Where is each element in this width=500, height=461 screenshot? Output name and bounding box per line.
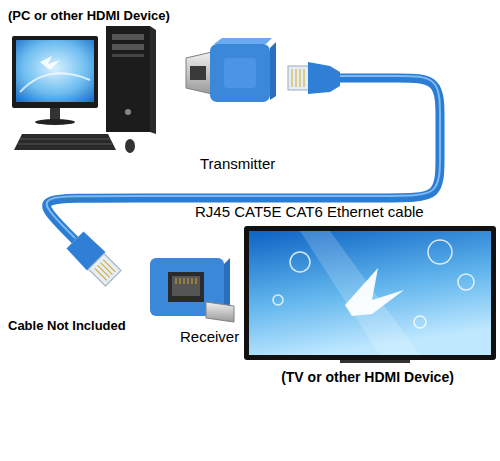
source-device: (PC or other HDMI Device) bbox=[5, 5, 195, 165]
tv-screen bbox=[458, 274, 474, 290]
device-label: (TV or other HDMI Device) bbox=[281, 369, 454, 386]
pc-keyboard bbox=[14, 134, 116, 150]
pc-tower bbox=[112, 34, 144, 40]
pc-tower bbox=[112, 44, 144, 50]
tv-screen bbox=[273, 295, 283, 305]
pc-keyboard bbox=[14, 134, 116, 150]
transmitter-dongle bbox=[186, 52, 212, 94]
tv-screen bbox=[244, 226, 496, 360]
rj45-plug bbox=[288, 62, 340, 94]
pc-monitor bbox=[16, 40, 94, 102]
tv-screen bbox=[340, 360, 410, 363]
tv-screen bbox=[249, 231, 491, 355]
receiver-dongle bbox=[150, 258, 234, 322]
pc-keyboard bbox=[18, 139, 112, 144]
pc-mouse bbox=[125, 139, 135, 153]
rj45-plug bbox=[95, 260, 116, 281]
tv-screen bbox=[244, 226, 496, 363]
receiver-dongle bbox=[172, 276, 200, 296]
pc-tower bbox=[125, 109, 131, 115]
rj45-plug bbox=[308, 62, 340, 94]
transmitter-dongle bbox=[186, 38, 276, 102]
pc-tower bbox=[106, 26, 156, 134]
pc-monitor bbox=[50, 108, 60, 120]
pc-tower bbox=[106, 26, 156, 134]
device-label: (PC or other HDMI Device) bbox=[8, 8, 170, 24]
transmitter-dongle bbox=[270, 42, 276, 100]
display-device: (TV or other HDMI Device) bbox=[240, 226, 495, 388]
tv-screen bbox=[300, 231, 420, 355]
pc-monitor bbox=[35, 119, 75, 125]
rj45-plug bbox=[292, 69, 304, 87]
note-label: Cable Not Included bbox=[8, 318, 126, 334]
transmitter-dongle bbox=[210, 44, 270, 102]
rj45-plug bbox=[88, 253, 121, 286]
tv-screen bbox=[345, 268, 404, 316]
ethernet-cable bbox=[47, 78, 440, 240]
pc-tower bbox=[112, 54, 144, 57]
tv-screen bbox=[414, 316, 426, 328]
pc-monitor bbox=[40, 56, 60, 70]
rj45-plug bbox=[288, 66, 310, 90]
device-label: Transmitter bbox=[200, 155, 275, 173]
transmitter-unit: Transmitter bbox=[180, 35, 340, 175]
tv-screen bbox=[428, 240, 452, 264]
cable-label: RJ45 CAT5E CAT6 Ethernet cable bbox=[195, 203, 424, 221]
transmitter-dongle bbox=[214, 38, 272, 44]
device-label: Receiver bbox=[180, 328, 239, 346]
receiver-dongle bbox=[176, 278, 196, 284]
transmitter-dongle bbox=[224, 58, 256, 88]
pc-monitor bbox=[20, 73, 90, 92]
transmitter-dongle bbox=[190, 66, 206, 80]
rj45-plug bbox=[66, 231, 123, 288]
pc-monitor bbox=[12, 36, 98, 108]
pc-tower bbox=[106, 26, 150, 132]
pc-monitor bbox=[12, 36, 98, 125]
receiver-dongle bbox=[206, 302, 234, 322]
receiver-dongle bbox=[168, 272, 204, 302]
tv-screen bbox=[290, 252, 310, 272]
